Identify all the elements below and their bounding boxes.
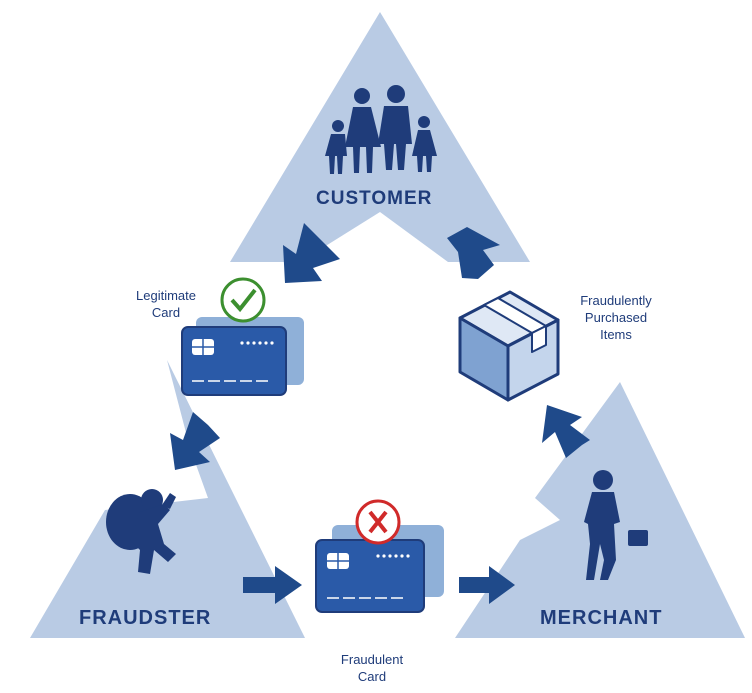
arrow-merchant-to-box [542,405,590,458]
family-icon [325,85,437,174]
box-icon [458,290,560,402]
check-icon [220,277,266,323]
thief-icon [106,489,176,574]
merchant-label: MERCHANT [540,607,663,629]
purchased-items-caption: Fraudulently Purchased Items [580,293,652,342]
fraudulent-card-caption: Fraudulent Card [340,652,404,684]
arrow-customer-to-card [283,223,340,283]
arrow-card-to-fraudster [170,412,220,470]
arrow-fraudster-to-fraud-card [243,566,302,604]
businessman-icon [584,470,648,580]
cross-icon [355,499,401,545]
arrow-fraud-card-to-merchant [459,566,515,604]
legitimate-card-caption: Legitimate Card [136,288,196,320]
fraudster-label: FRAUDSTER [79,607,212,629]
arrow-box-to-customer [447,227,500,279]
legitimate-card-icon [181,317,304,396]
customer-label: CUSTOMER [316,188,433,209]
fraudulent-card-icon [315,525,444,613]
fraudster-triangle [30,360,305,638]
